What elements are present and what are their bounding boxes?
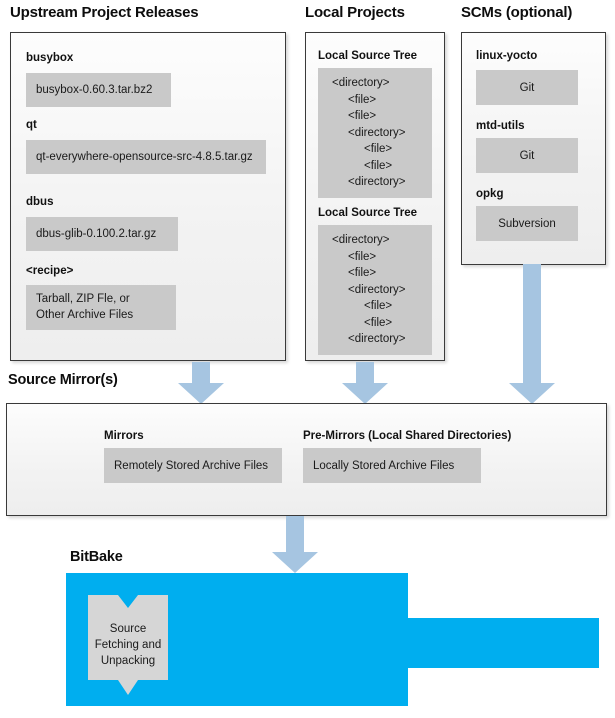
tree-line: <directory> (348, 333, 406, 345)
tree-line: <file> (364, 143, 393, 155)
group-label-opkg: opkg (476, 188, 504, 200)
chip-pre-mirrors-value: Locally Stored Archive Files (303, 448, 481, 483)
task-source-fetching-and-unpacking: Source Fetching and Unpacking (88, 595, 168, 700)
chip-linux-yocto-scm: Git (476, 70, 578, 105)
chip-busybox-tarball: busybox-0.60.3.tar.bz2 (26, 73, 171, 107)
group-label-mirrors: Mirrors (104, 430, 144, 442)
task-line-2: Fetching and (94, 639, 162, 651)
section-title-local-projects: Local Projects (305, 4, 405, 21)
tree-line: <file> (364, 300, 393, 312)
section-title-scms: SCMs (optional) (461, 4, 573, 21)
tree-line: <file> (348, 93, 377, 106)
group-label-recipe: <recipe> (26, 265, 74, 277)
tree-line: <file> (348, 250, 377, 263)
tree-line: <file> (364, 316, 393, 329)
section-title-source-mirrors: Source Mirror(s) (8, 372, 118, 388)
tree-local-source-1: <directory> <file> <file> <directory> <f… (318, 68, 432, 198)
tree-line: <directory> (332, 234, 390, 246)
tree-line: <directory> (348, 283, 406, 296)
group-label-dbus: dbus (26, 196, 54, 208)
tree-line: <directory> (348, 176, 406, 188)
chip-opkg-scm: Subversion (476, 206, 578, 241)
chip-dbus-tarball: dbus-glib-0.100.2.tar.gz (26, 217, 178, 251)
group-label-linux-yocto: linux-yocto (476, 50, 538, 62)
tree-line: <file> (364, 159, 393, 172)
chip-qt-tarball: qt-everywhere-opensource-src-4.8.5.tar.g… (26, 140, 266, 174)
arrow-upstream-to-mirrors (178, 362, 224, 404)
tree-line: <directory> (332, 77, 390, 89)
tree-line: <directory> (348, 126, 406, 139)
group-label-mtd-utils: mtd-utils (476, 120, 525, 132)
chip-mtd-utils-scm: Git (476, 138, 578, 173)
bitbake-process-block (66, 573, 599, 711)
tree-local-source-2: <directory> <file> <file> <directory> <f… (318, 225, 432, 355)
group-label-qt: qt (26, 119, 37, 131)
task-line-3: Unpacking (100, 655, 156, 667)
tree-line: <file> (348, 110, 377, 122)
arrow-scms-to-mirrors (509, 264, 555, 404)
tree-line: <file> (348, 267, 377, 279)
recipe-archive-line-2: Other Archive Files (36, 309, 134, 321)
group-label-local-source-tree-2: Local Source Tree (318, 207, 418, 219)
group-label-local-source-tree-1: Local Source Tree (318, 50, 418, 62)
recipe-archive-line-1: Tarball, ZIP Fle, or (36, 293, 130, 305)
task-line-1: Source (109, 623, 147, 635)
chip-mirrors-value: Remotely Stored Archive Files (104, 448, 282, 483)
section-title-upstream: Upstream Project Releases (10, 4, 199, 21)
group-label-pre-mirrors: Pre-Mirrors (Local Shared Directories) (303, 430, 512, 442)
arrow-mirrors-to-bitbake (272, 516, 318, 573)
group-label-busybox: busybox (26, 52, 74, 64)
section-title-bitbake: BitBake (70, 549, 123, 565)
arrow-local-projects-to-mirrors (342, 362, 388, 404)
chip-recipe-archive-types: Tarball, ZIP Fle, or Other Archive Files (26, 285, 176, 330)
